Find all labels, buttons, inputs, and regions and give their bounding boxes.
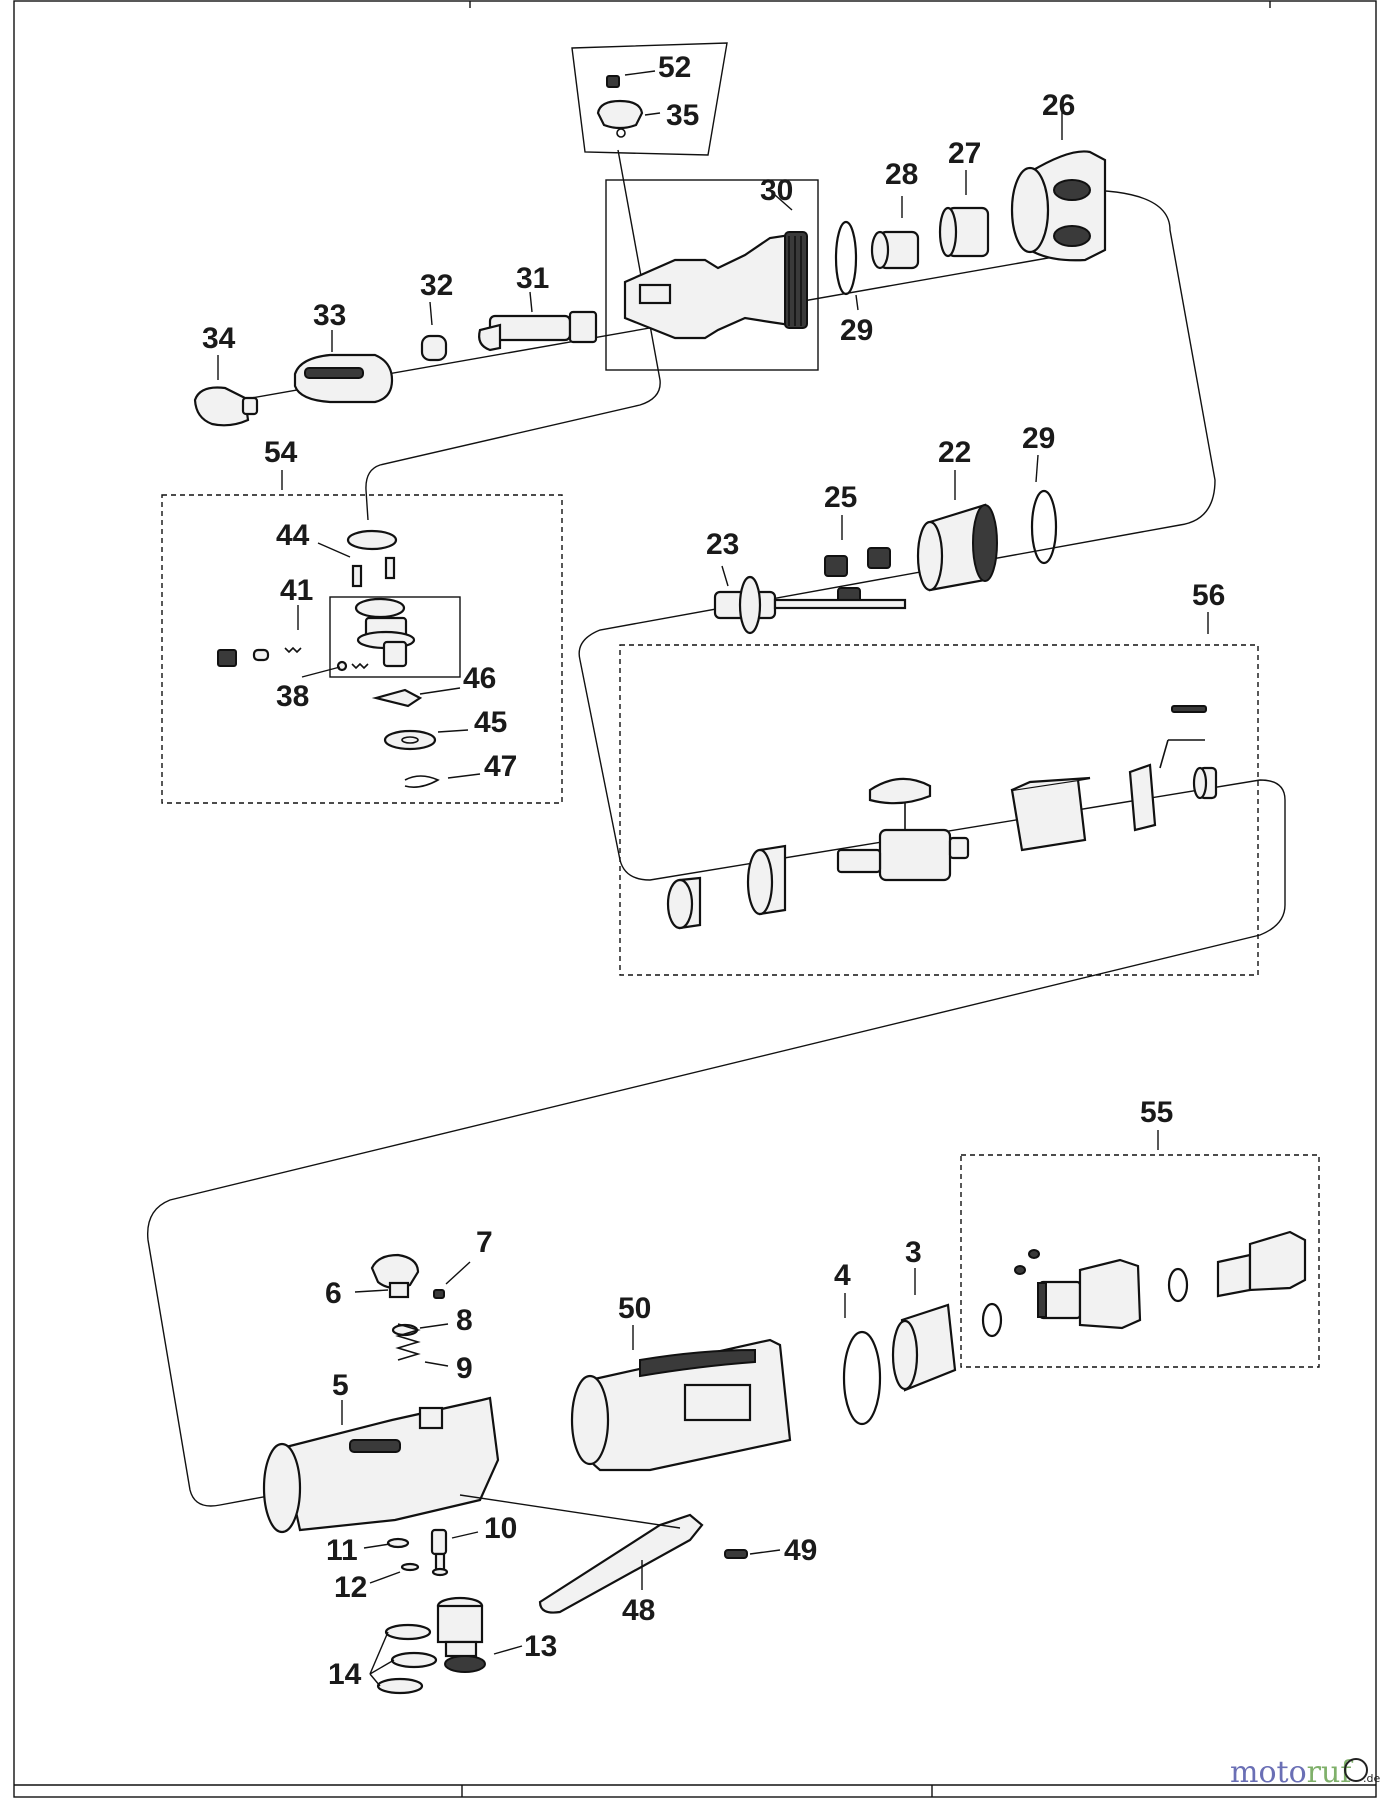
part-4-oring: [842, 1330, 882, 1426]
part-56-cylinder: [1010, 776, 1091, 852]
group-box-54: [161, 494, 563, 804]
part-32-bushing: [420, 334, 448, 362]
part-22-cylinder: [916, 503, 998, 592]
part-6-knob: [370, 1253, 420, 1299]
part-45-washer: [383, 729, 437, 751]
label-41: 41: [280, 574, 313, 607]
part-56-end-plate-right: [1128, 705, 1207, 832]
part-56-end-plate: [746, 844, 787, 916]
label-33: 33: [313, 299, 346, 332]
label-3: 3: [905, 1236, 922, 1269]
label-35: 35: [666, 99, 699, 132]
part-29-oring-upper: [834, 220, 858, 296]
part-52-screw: [606, 75, 620, 88]
label-10: 10: [484, 1512, 517, 1545]
part-38-ball-spring: [336, 660, 369, 672]
label-7: 7: [476, 1226, 493, 1259]
label-52: 52: [658, 51, 691, 84]
part-26-cap: [1010, 150, 1107, 262]
part-46-plate: [371, 688, 423, 708]
part-56-rotor: [836, 777, 970, 882]
label-23: 23: [706, 528, 739, 561]
label-54: 54: [264, 436, 298, 469]
group-box-56: [619, 644, 1259, 976]
group-box-52-35: [571, 42, 728, 156]
group-box-41-inner: [329, 596, 461, 678]
label-26: 26: [1042, 89, 1075, 122]
label-13: 13: [524, 1630, 557, 1663]
group-box-30: [605, 179, 819, 371]
label-27: 27: [948, 137, 981, 170]
label-9: 9: [456, 1352, 473, 1385]
label-56: 56: [1192, 579, 1225, 612]
label-11: 11: [326, 1534, 358, 1567]
svg-text:motoruf: motoruf: [1230, 1755, 1353, 1790]
part-27-bushing: [938, 206, 990, 258]
label-45: 45: [474, 706, 507, 739]
label-55: 55: [1140, 1096, 1173, 1129]
part-35-knob: [596, 99, 644, 130]
part-49-pin: [724, 1549, 748, 1559]
label-22: 22: [938, 436, 971, 469]
part-50-grip: [570, 1338, 792, 1472]
part-10-valve: [430, 1528, 449, 1577]
label-6: 6: [325, 1277, 342, 1310]
part-12-oring: [400, 1562, 420, 1572]
label-8: 8: [456, 1304, 473, 1337]
part-14-orings: [376, 1623, 438, 1695]
watermark-logo: motoruf .de: [1230, 1755, 1380, 1790]
part-labels: 52 35 30 28 27 26 31 32 33 34 29 54 44 4…: [202, 51, 1225, 1691]
label-14: 14: [328, 1658, 362, 1691]
part-41-spring-plug: [217, 646, 302, 667]
part-11-oring: [386, 1537, 410, 1549]
group-box-55: [960, 1154, 1320, 1368]
label-32: 32: [420, 269, 453, 302]
svg-text:.de: .de: [1363, 1772, 1380, 1785]
label-46: 46: [463, 662, 496, 695]
part-47-clip: [404, 775, 440, 788]
part-3-bushing: [891, 1303, 957, 1392]
part-13-valve-seat: [436, 1596, 486, 1673]
assembly-path: [146, 189, 1286, 1507]
label-29-lower: 29: [1022, 422, 1055, 455]
label-4: 4: [834, 1259, 851, 1292]
part-25-bearings: [824, 547, 891, 609]
label-31: 31: [516, 262, 549, 295]
label-30: 30: [760, 174, 793, 207]
part-9-spring: [395, 1323, 421, 1361]
label-28: 28: [885, 158, 918, 191]
label-12: 12: [334, 1571, 367, 1604]
label-38: 38: [276, 680, 309, 713]
part-56-bearing-right: [1192, 766, 1218, 800]
label-44: 44: [276, 519, 310, 552]
part-41-valve-body: [354, 597, 416, 668]
part-44-plate: [346, 529, 398, 588]
label-47: 47: [484, 750, 517, 783]
label-48: 48: [622, 1594, 655, 1627]
label-34: 34: [202, 322, 236, 355]
part-5-housing: [262, 1396, 500, 1534]
label-25: 25: [824, 481, 857, 514]
page-frame: [13, 0, 1377, 1798]
part-34-cap: [193, 386, 259, 427]
label-50: 50: [618, 1292, 651, 1325]
label-5: 5: [332, 1369, 349, 1402]
part-56-bearing-left: [666, 876, 702, 930]
label-29-upper: 29: [840, 314, 873, 347]
part-48-lever: [538, 1513, 704, 1614]
part-33-ratchet-ring: [293, 353, 394, 404]
part-29-oring-lower: [1030, 489, 1058, 565]
part-55-fitting: [1014, 1249, 1142, 1330]
part-31-shaft: [478, 310, 598, 352]
label-49: 49: [784, 1534, 817, 1567]
part-23-rotor: [713, 575, 907, 635]
upper-path: [365, 149, 661, 521]
part-28-sleeve: [870, 230, 920, 270]
part-55-coupler: [1216, 1230, 1307, 1298]
